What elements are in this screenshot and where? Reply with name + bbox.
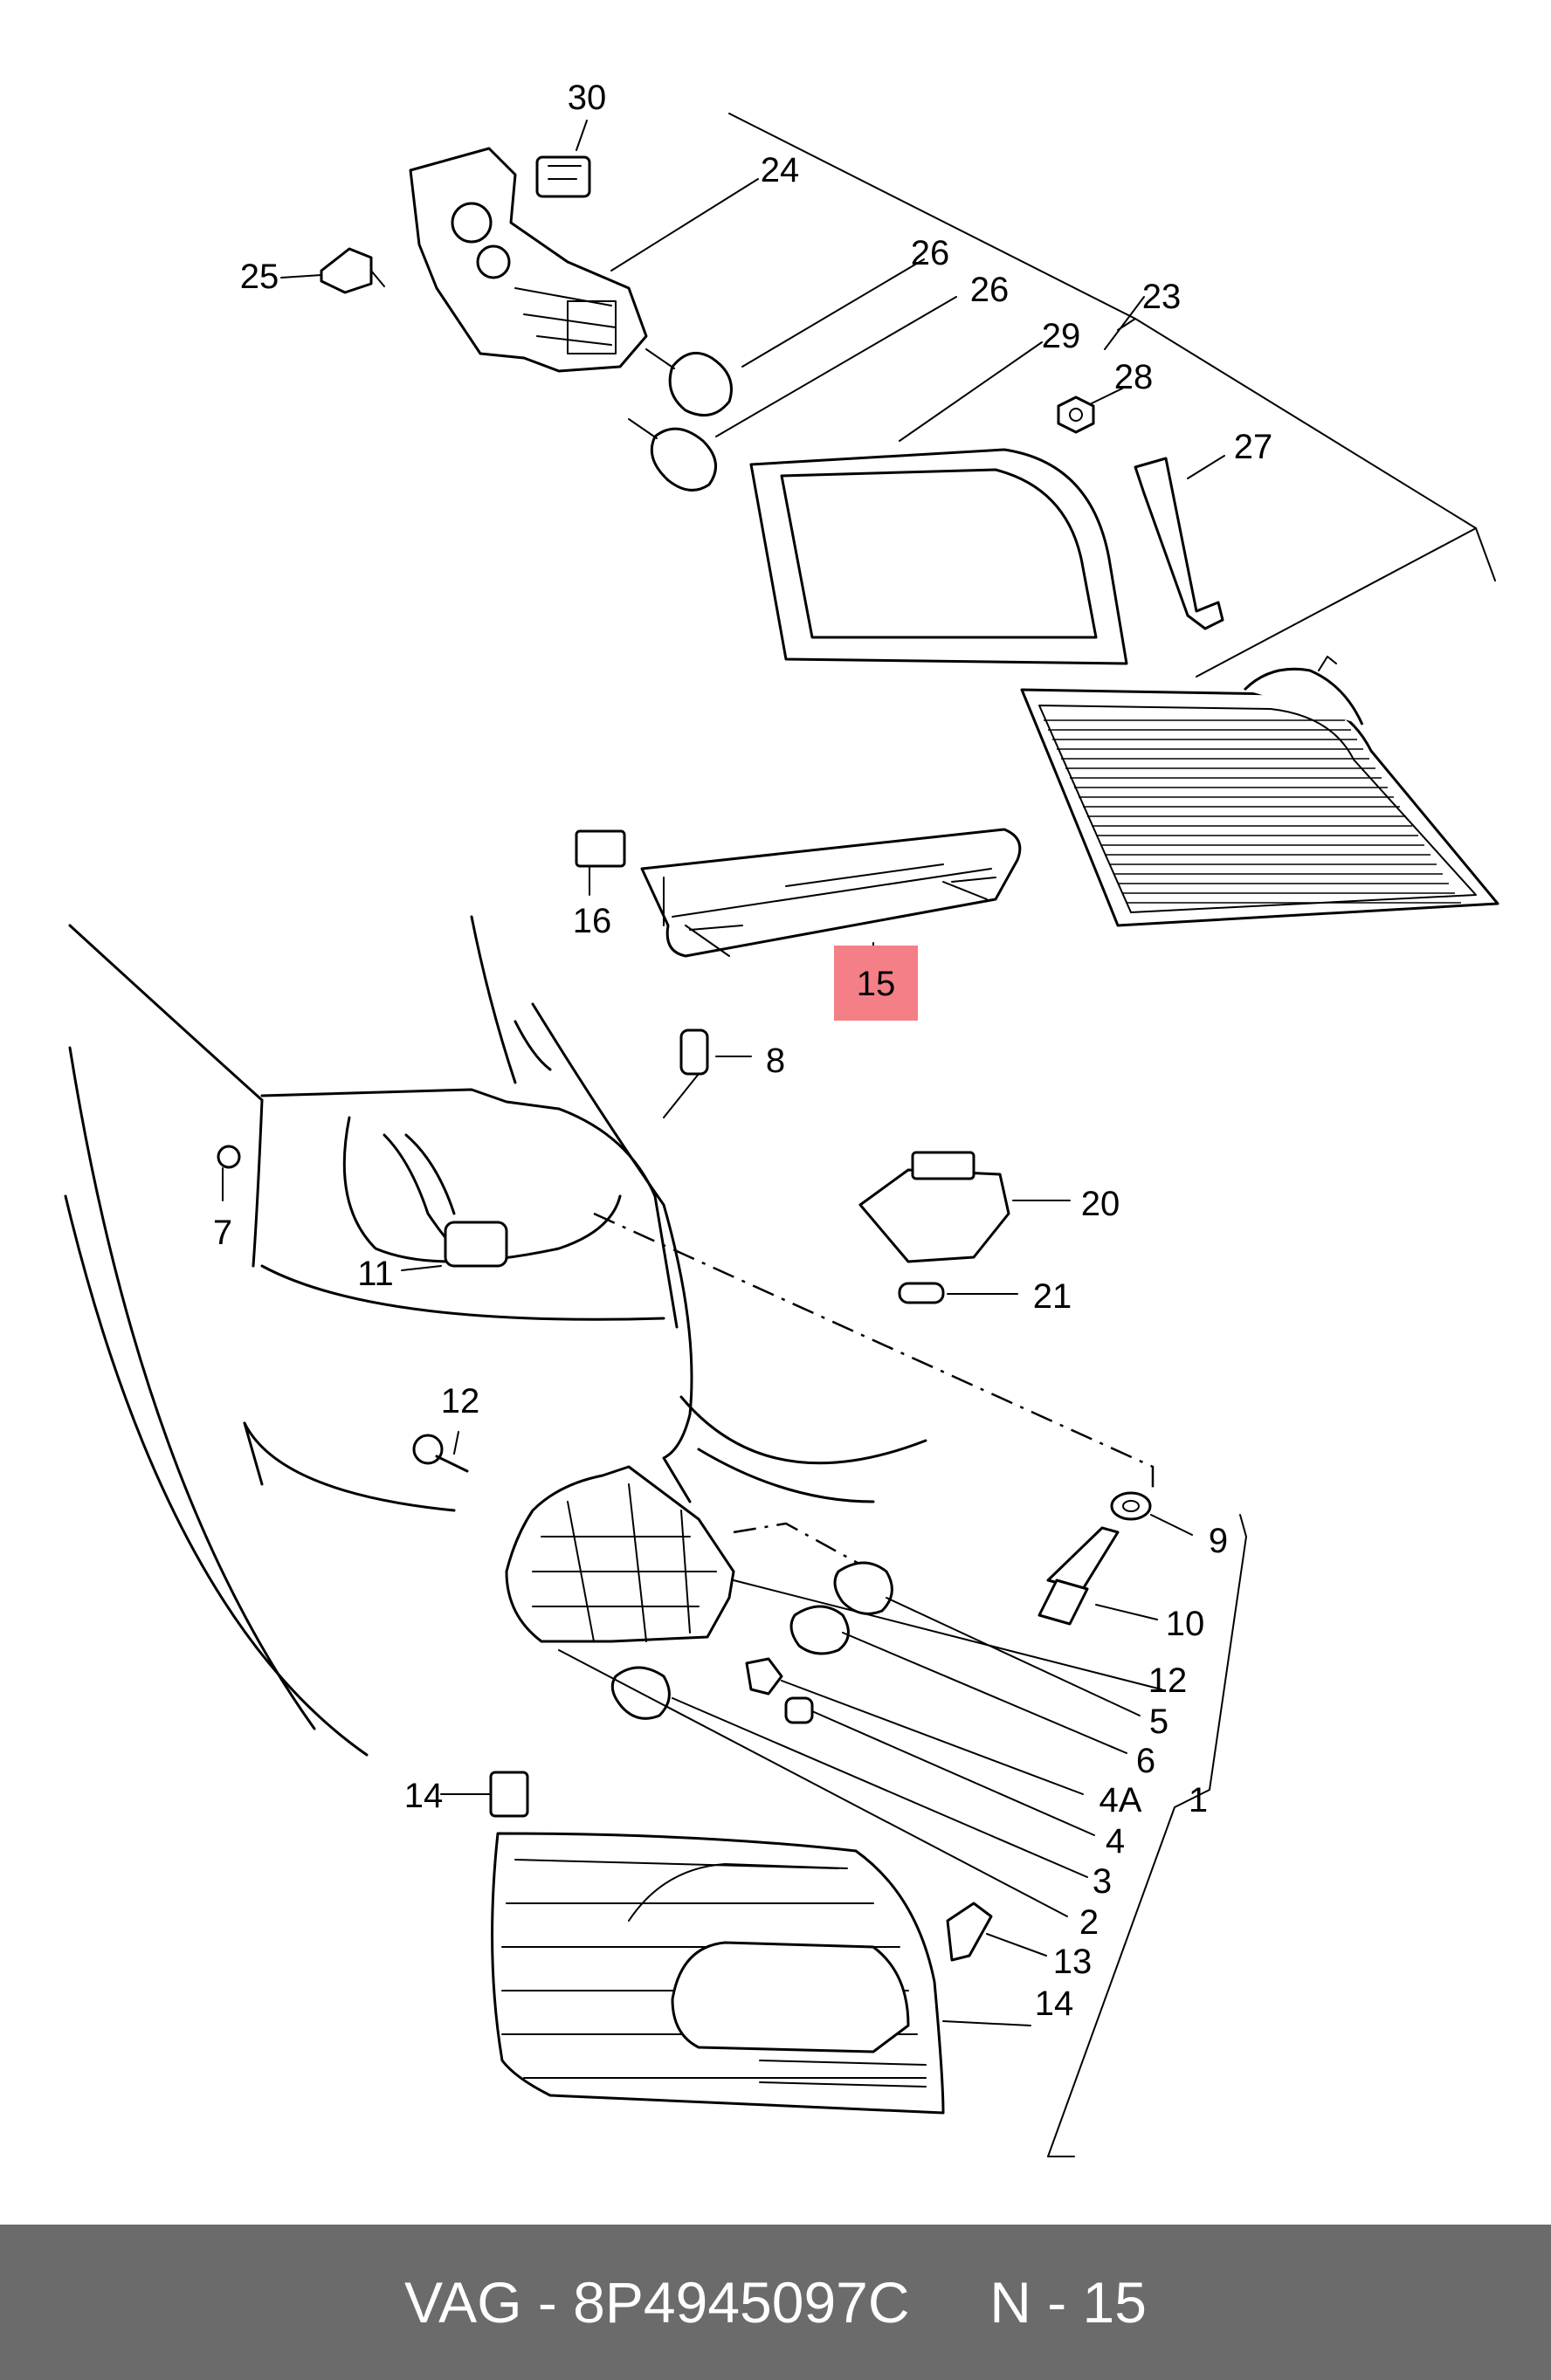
clip-13	[946, 1902, 993, 1962]
callout-12b: 12	[1148, 1661, 1188, 1700]
connector-16	[575, 829, 626, 883]
callout-14a: 14	[404, 1777, 444, 1815]
callout-4A: 4A	[1099, 1781, 1142, 1819]
alignment-dashline-2	[733, 1522, 874, 1573]
callout-14b: 14	[1035, 1984, 1074, 2023]
bulb-26a	[645, 348, 733, 417]
highlight-box-15	[834, 946, 918, 1021]
callout-25: 25	[240, 258, 279, 296]
callout-30: 30	[568, 79, 607, 117]
bolt-12a	[412, 1434, 469, 1473]
parts-diagram: 30 24 25 26 26 23 29 28 27 16 15 8 7 20 …	[64, 79, 1499, 2157]
callout-6: 6	[1136, 1742, 1155, 1780]
inner-tail-lamp	[1020, 656, 1499, 927]
bulb-holder-24	[409, 147, 648, 373]
callout-26b: 26	[970, 271, 1010, 309]
callout-2: 2	[1079, 1903, 1099, 1942]
cap-14a	[489, 1771, 529, 1818]
bulb-8	[663, 1028, 709, 1118]
bulb-4	[784, 1696, 814, 1724]
leader-lines	[222, 120, 1225, 2026]
bulb-holder-4a	[745, 1657, 783, 1696]
bracket-1	[1047, 1514, 1247, 2157]
callout-15: 15	[857, 965, 896, 1003]
callout-11: 11	[357, 1255, 394, 1293]
licence-lamp-20	[858, 1151, 1010, 1263]
bulb-carrier-1	[505, 1465, 735, 1643]
callout-5: 5	[1149, 1702, 1168, 1741]
bulb-5	[833, 1561, 893, 1615]
callout-8: 8	[766, 1042, 785, 1080]
callout-labels: 30 24 25 26 26 23 29 28 27 16 15 8 7 20 …	[213, 79, 1272, 2023]
callout-3: 3	[1093, 1862, 1112, 1901]
nut-28	[1057, 396, 1095, 434]
callout-27: 27	[1234, 428, 1273, 466]
brake-light-15	[640, 828, 1022, 958]
alignment-dashline	[593, 1212, 1155, 1493]
callout-21: 21	[1033, 1277, 1072, 1316]
part-number-footer: VAG - 8P4945097C N - 15	[0, 2225, 1551, 2380]
callout-20: 20	[1081, 1185, 1120, 1223]
gasket-29	[749, 448, 1128, 665]
car-body	[64, 915, 927, 1757]
inner-lamp-ribs	[1044, 719, 1461, 904]
bulb-26b	[628, 418, 717, 492]
callout-13: 13	[1053, 1943, 1093, 1981]
callout-12a: 12	[441, 1382, 480, 1420]
bulb-21	[898, 1282, 945, 1304]
callout-16: 16	[573, 902, 612, 940]
washer-9	[1110, 1491, 1152, 1521]
outer-tail-lamp	[491, 1832, 945, 2115]
callout-24: 24	[761, 151, 800, 189]
grommet-7	[217, 1145, 241, 1169]
bracket-27	[1134, 457, 1224, 630]
callout-28: 28	[1114, 358, 1154, 396]
callout-29: 29	[1042, 317, 1081, 355]
callout-9: 9	[1209, 1522, 1228, 1560]
callout-26a: 26	[911, 234, 950, 272]
footer-text: VAG - 8P4945097C N - 15	[404, 2270, 1147, 2335]
callout-1: 1	[1189, 1781, 1208, 1819]
stud-10	[1037, 1526, 1120, 1626]
connector-25	[320, 247, 385, 294]
callout-23: 23	[1142, 278, 1182, 316]
wiring-harness-11	[383, 1133, 508, 1268]
callout-4: 4	[1106, 1822, 1125, 1861]
callout-7: 7	[213, 1214, 232, 1252]
callout-10: 10	[1166, 1605, 1205, 1643]
bulb-6	[789, 1605, 850, 1655]
